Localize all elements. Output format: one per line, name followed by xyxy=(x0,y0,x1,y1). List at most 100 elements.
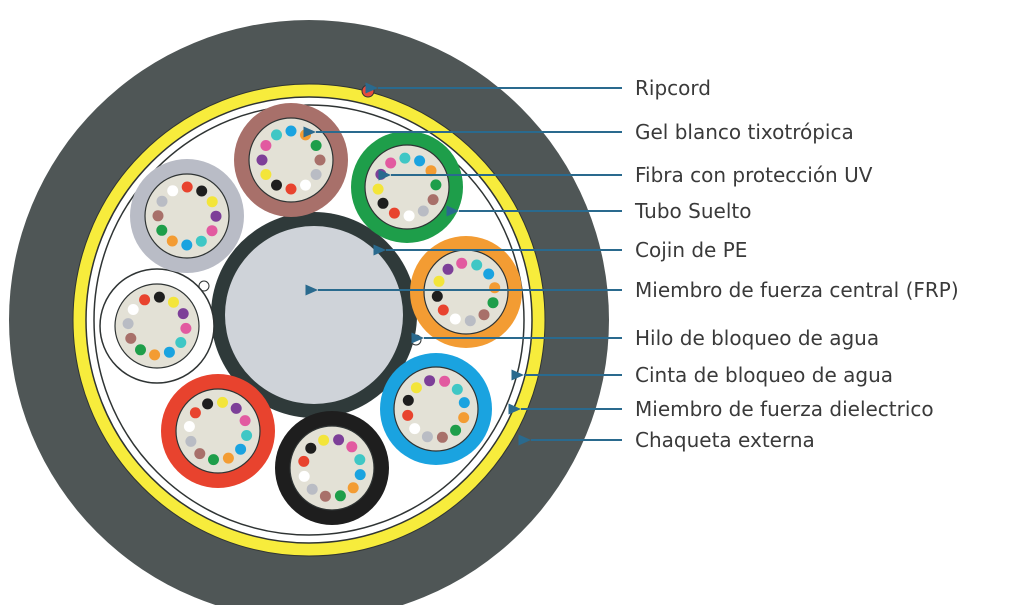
fiber-violet xyxy=(333,434,345,446)
fiber-orange xyxy=(166,235,178,247)
fiber-rose xyxy=(180,322,192,334)
fiber-violet xyxy=(442,263,454,275)
fiber-white xyxy=(403,210,415,222)
fiber-yellow xyxy=(260,169,272,180)
central-strength-member-frp xyxy=(225,226,403,404)
fiber-yellow xyxy=(433,275,445,287)
fiber-white xyxy=(449,313,461,325)
label-fiber: Fibra con protección UV xyxy=(635,163,873,187)
fiber-red xyxy=(189,407,201,419)
fiber-rose xyxy=(239,415,251,427)
fiber-slate xyxy=(185,435,197,447)
fiber-violet xyxy=(210,210,222,222)
fiber-aqua xyxy=(175,337,187,348)
fiber-red xyxy=(181,181,193,193)
fiber-red xyxy=(298,455,310,467)
fiber-white xyxy=(409,423,421,435)
fiber-rose xyxy=(260,140,272,151)
gel-fill xyxy=(144,173,230,259)
fiber-brown xyxy=(194,448,206,460)
fiber-aqua xyxy=(451,383,463,395)
ripcord xyxy=(361,84,375,98)
fiber-green xyxy=(430,179,442,191)
fiber-white xyxy=(127,304,139,315)
loose-tubes-group xyxy=(99,103,522,525)
fiber-violet xyxy=(424,375,436,387)
leader-lines-group xyxy=(303,82,622,446)
fiber-white xyxy=(183,421,195,432)
fiber-violet xyxy=(256,154,268,166)
fiber-aqua xyxy=(195,235,207,247)
fiber-black xyxy=(377,197,389,209)
fiber-aqua xyxy=(471,259,483,271)
fiber-blue xyxy=(458,397,470,409)
fiber-blue xyxy=(354,469,366,481)
fiber-green xyxy=(334,490,346,502)
fiber-green xyxy=(135,344,146,356)
fiber-black xyxy=(402,394,414,406)
label-frp: Miembro de fuerza central (FRP) xyxy=(635,278,959,302)
fiber-rose xyxy=(439,375,451,387)
fiber-rose xyxy=(206,225,218,237)
fiber-black xyxy=(196,185,208,197)
fiber-green xyxy=(487,297,499,309)
fiber-aqua xyxy=(354,454,366,466)
gel-fill xyxy=(364,144,450,230)
fiber-orange xyxy=(222,452,234,464)
fiber-white xyxy=(300,179,311,191)
fiber-red xyxy=(437,304,449,316)
fiber-aqua xyxy=(399,152,411,164)
fiber-white xyxy=(298,470,310,482)
fiber-orange xyxy=(489,282,501,294)
gel-fill xyxy=(393,366,479,452)
fiber-rose xyxy=(385,157,397,169)
fiber-blue xyxy=(483,268,495,280)
fiber-blue xyxy=(181,239,193,251)
fiber-slate xyxy=(122,318,134,330)
fiber-yellow xyxy=(410,382,422,394)
label-tape: Cinta de bloqueo de agua xyxy=(635,363,893,387)
fiber-rose xyxy=(456,257,468,269)
fiber-yellow xyxy=(372,183,384,195)
fiber-brown xyxy=(436,431,448,443)
fiber-slate xyxy=(417,205,429,217)
fiber-rose xyxy=(346,441,358,453)
fiber-red xyxy=(402,409,414,421)
fiber-brown xyxy=(314,154,326,166)
fiber-green xyxy=(156,224,168,236)
fiber-orange xyxy=(149,349,161,361)
fiber-orange xyxy=(300,129,311,141)
fiber-violet xyxy=(375,168,387,180)
fiber-violet xyxy=(230,402,242,414)
fiber-black xyxy=(202,398,214,410)
fiber-brown xyxy=(152,210,164,222)
label-ripcord: Ripcord xyxy=(635,76,711,100)
fiber-orange xyxy=(425,165,437,177)
fiber-yellow xyxy=(318,434,330,446)
fiber-orange xyxy=(347,482,359,494)
label-jacket: Chaqueta externa xyxy=(635,428,815,452)
fiber-black xyxy=(271,179,282,191)
label-cushion: Cojin de PE xyxy=(635,238,747,262)
fiber-yellow xyxy=(168,296,179,308)
gel-fill xyxy=(248,117,334,203)
fiber-white xyxy=(167,185,179,197)
fiber-slate xyxy=(310,169,322,180)
fiber-green xyxy=(310,140,322,151)
fiber-slate xyxy=(306,483,318,495)
fiber-brown xyxy=(427,194,439,206)
label-yarn: Hilo de bloqueo de agua xyxy=(635,326,879,350)
fiber-blue xyxy=(163,346,175,358)
fiber-aqua xyxy=(271,129,282,141)
fiber-red xyxy=(285,183,297,195)
fiber-orange xyxy=(458,412,470,424)
fiber-aqua xyxy=(241,430,253,441)
label-dielectric: Miembro de fuerza dielectrico xyxy=(635,397,934,421)
fiber-green xyxy=(208,454,219,466)
gel-fill xyxy=(289,425,375,511)
fiber-blue xyxy=(414,155,426,167)
fiber-brown xyxy=(478,309,490,321)
fiber-red xyxy=(388,207,400,219)
fiber-red xyxy=(139,294,151,306)
